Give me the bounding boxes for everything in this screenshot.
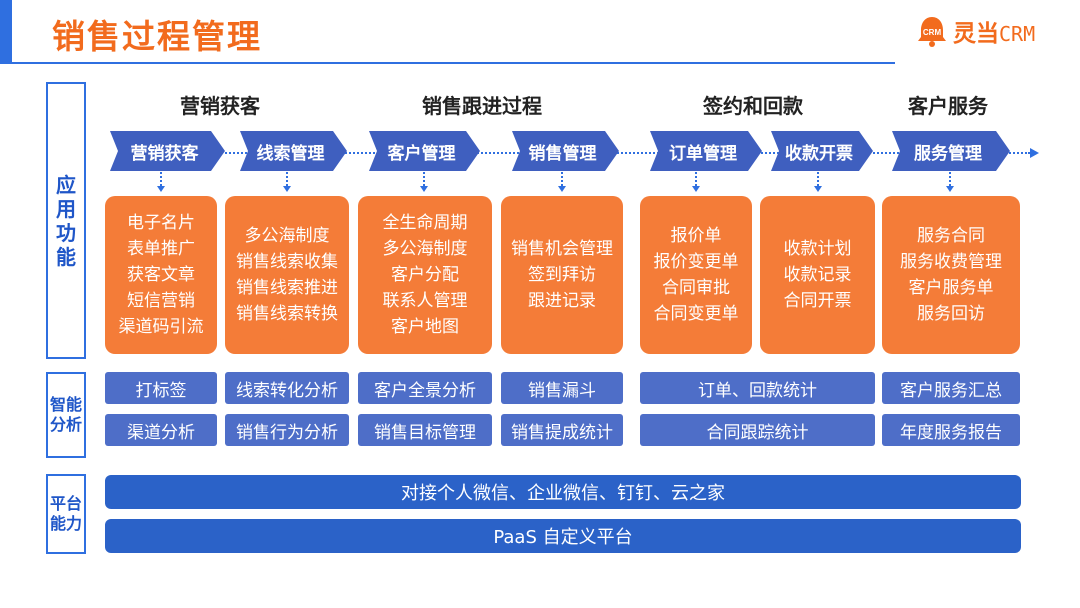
card-item: 客户服务单 [908, 278, 994, 298]
card-item: 销售线索转换 [236, 304, 338, 324]
card-item: 销售机会管理 [511, 239, 613, 259]
card-item: 销售线索推进 [236, 278, 338, 298]
card-item: 电子名片 [127, 213, 195, 233]
card-item: 服务回访 [917, 304, 985, 324]
function-card: 销售机会管理 签到拜访 跟进记录 [501, 196, 623, 354]
section-platform-label: 平台能力 [49, 494, 82, 533]
section-analysis-label: 智能分析 [49, 395, 82, 434]
card-item: 表单推广 [127, 239, 195, 259]
step-chevron: 客户管理 [369, 131, 480, 171]
card-item: 获客文章 [127, 265, 195, 285]
card-item: 收款计划 [783, 239, 852, 259]
card-item: 报价单 [670, 226, 722, 246]
card-item: 服务合同 [917, 226, 985, 246]
stage-heading: 客户服务 [908, 94, 988, 118]
down-arrow-icon [946, 172, 954, 192]
card-item: 客户分配 [391, 265, 459, 285]
bell-logo-icon: CRM [918, 17, 946, 47]
page-title: 销售过程管理 [52, 17, 262, 56]
header [0, 0, 1080, 62]
logo-badge-text: CRM [923, 28, 942, 37]
logo-text: 灵当CRM [953, 14, 1035, 48]
card-item: 渠道码引流 [118, 317, 204, 337]
section-app-functions: 应用功能 [46, 82, 86, 359]
down-arrow-icon [420, 172, 428, 192]
card-item: 报价变更单 [653, 252, 739, 272]
logo-suffix: CRM [999, 22, 1036, 46]
analysis-pill: 销售行为分析 [225, 414, 349, 446]
card-item: 合同开票 [783, 291, 852, 311]
step-chevron: 收款开票 [771, 131, 873, 171]
header-accent-bar [0, 0, 12, 62]
flow-arrow-icon [1030, 148, 1039, 158]
analysis-pill: 销售提成统计 [501, 414, 623, 446]
header-underline [0, 62, 895, 64]
analysis-pill: 客户全景分析 [358, 372, 492, 404]
section-app-label: 应用功能 [56, 172, 76, 269]
analysis-pill: 销售目标管理 [358, 414, 492, 446]
analysis-pill: 年度服务报告 [882, 414, 1020, 446]
card-item: 服务收费管理 [900, 252, 1002, 272]
function-card: 收款计划 收款记录 合同开票 [760, 196, 875, 354]
function-card: 多公海制度 销售线索收集 销售线索推进 销售线索转换 [225, 196, 349, 354]
analysis-pill: 渠道分析 [105, 414, 217, 446]
card-item: 跟进记录 [528, 291, 596, 311]
function-card: 报价单 报价变更单 合同审批 合同变更单 [640, 196, 752, 354]
card-item: 销售线索收集 [236, 252, 338, 272]
analysis-pill: 合同跟踪统计 [640, 414, 875, 446]
analysis-pill: 打标签 [105, 372, 217, 404]
card-item: 合同审批 [662, 278, 730, 298]
stage-heading: 销售跟进过程 [422, 94, 542, 118]
step-chevron: 订单管理 [650, 131, 762, 171]
platform-bar: PaaS 自定义平台 [105, 519, 1021, 553]
stage-heading: 营销获客 [180, 94, 260, 118]
analysis-pill: 销售漏斗 [501, 372, 623, 404]
section-platform: 平台能力 [46, 474, 86, 554]
step-chevron: 营销获客 [110, 131, 225, 171]
analysis-pill: 线索转化分析 [225, 372, 349, 404]
brand-logo: CRM 灵当CRM [915, 14, 1035, 48]
down-arrow-icon [814, 172, 822, 192]
card-item: 短信营销 [127, 291, 195, 311]
card-item: 全生命周期 [382, 213, 468, 233]
stage-heading: 签约和回款 [703, 94, 803, 118]
step-chevron: 销售管理 [512, 131, 619, 171]
card-item: 联系人管理 [382, 291, 468, 311]
card-item: 客户地图 [391, 317, 459, 337]
step-chevron: 线索管理 [240, 131, 347, 171]
function-card: 电子名片 表单推广 获客文章 短信营销 渠道码引流 [105, 196, 217, 354]
logo-brand: 灵当 [953, 21, 999, 47]
function-card: 全生命周期 多公海制度 客户分配 联系人管理 客户地图 [358, 196, 492, 354]
down-arrow-icon [558, 172, 566, 192]
analysis-pill: 客户服务汇总 [882, 372, 1020, 404]
down-arrow-icon [157, 172, 165, 192]
card-item: 多公海制度 [382, 239, 468, 259]
card-item: 签到拜访 [528, 265, 596, 285]
down-arrow-icon [692, 172, 700, 192]
down-arrow-icon [283, 172, 291, 192]
analysis-pill: 订单、回款统计 [640, 372, 875, 404]
card-item: 合同变更单 [653, 304, 739, 324]
function-card: 服务合同 服务收费管理 客户服务单 服务回访 [882, 196, 1020, 354]
platform-bar: 对接个人微信、企业微信、钉钉、云之家 [105, 475, 1021, 509]
section-smart-analysis: 智能分析 [46, 372, 86, 458]
card-item: 收款记录 [783, 265, 852, 285]
step-chevron: 服务管理 [892, 131, 1010, 171]
card-item: 多公海制度 [244, 226, 330, 246]
